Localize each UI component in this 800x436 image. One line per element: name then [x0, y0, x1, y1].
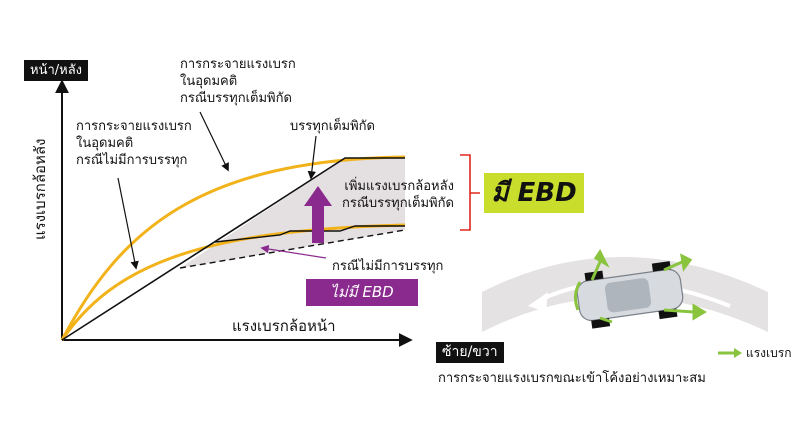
badge-without-ebd: ไม่มี EBD	[306, 279, 418, 306]
badge-with-ebd: มี EBD	[484, 173, 584, 213]
without-ebd-line	[179, 229, 406, 269]
cornering-tag: ซ้าย/ขวา	[436, 342, 504, 363]
ebd-bracket	[460, 154, 480, 231]
x-axis-label: แรงเบรกล้อหน้า	[232, 317, 336, 335]
ebd-line	[61, 157, 405, 341]
annotation-no-load: กรณีไม่มีการบรรทุก	[332, 259, 444, 274]
ebd-gain-area	[180, 158, 405, 268]
leader-full-load	[307, 135, 317, 180]
ideal-curve-no-load	[60, 223, 406, 341]
annotation-ideal-full-load: การกระจายแรงเบรก ในอุดมคติ กรณีบรรทุกเต็…	[180, 57, 296, 106]
y-axis-tag: หน้า/หลัง	[24, 60, 89, 81]
y-axis-label: แรงเบรกล้อหลัง	[31, 138, 49, 240]
leader-ideal-noload	[117, 177, 139, 270]
ideal-curve-full-load	[60, 155, 406, 341]
braking-force-arrows	[573, 249, 707, 324]
increase-arrow-shaft	[312, 205, 324, 243]
legend-arrow-head	[734, 348, 742, 358]
road-arrow-head	[528, 292, 548, 312]
leader-ideal-full	[199, 111, 229, 172]
legend-label: แรงเบรก	[746, 346, 792, 360]
leader-no-load	[260, 244, 327, 259]
cornering-caption: การกระจายแรงเบรกขณะเข้าโค้งอย่างเหมาะสม	[438, 371, 706, 386]
annotation-full-load: บรรทุกเต็มพิกัด	[290, 119, 375, 134]
annotation-increase-rear: เพิ่มแรงเบรกล้อหลัง กรณีบรรทุกเต็มพิกัด	[342, 179, 454, 211]
annotation-ideal-no-load: การกระจายแรงเบรก ในอุดมคติ กรณีไม่มีการบ…	[76, 119, 192, 168]
increase-arrow-head	[304, 186, 332, 206]
